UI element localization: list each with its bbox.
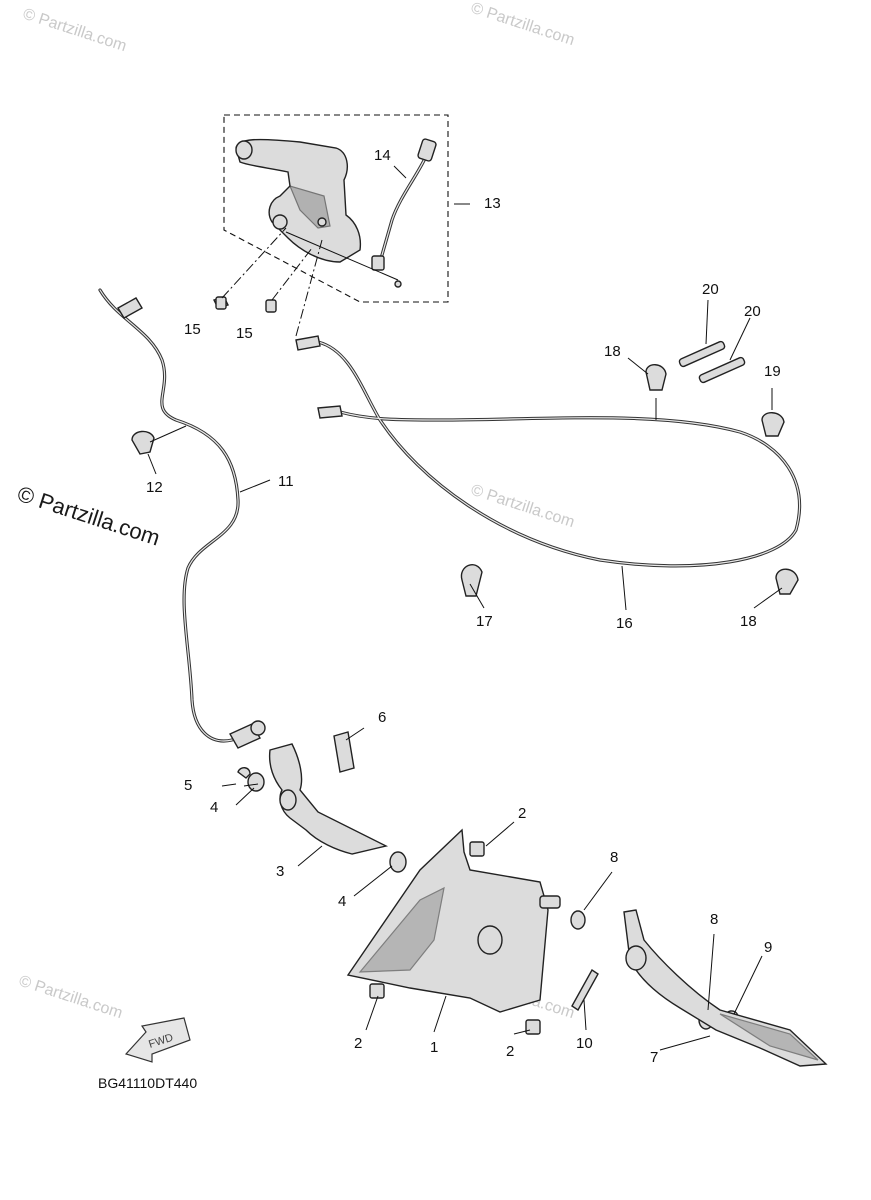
diagram-code: BG41110DT440 — [98, 1075, 197, 1091]
callout-12: 12 — [146, 479, 163, 496]
callout-13: 13 — [484, 195, 501, 212]
pedal-7 — [623, 909, 828, 1067]
callout-18-top: 18 — [604, 343, 621, 360]
callout-15-left: 15 — [184, 321, 201, 338]
callout-11: 11 — [278, 473, 294, 490]
callout-17: 17 — [476, 613, 493, 630]
cable-16 — [295, 335, 802, 568]
callouts: 1 2 2 2 3 4 4 5 6 7 8 8 9 10 11 12 13 14… — [146, 147, 781, 1066]
callout-20-right: 20 — [744, 303, 761, 320]
callout-2-right: 2 — [506, 1043, 514, 1060]
callout-20-left: 20 — [702, 281, 719, 298]
watermark-top-right: © Partzilla.com — [469, 0, 577, 49]
fwd-arrow-icon: FWD — [124, 1017, 191, 1063]
bolts-15 — [213, 296, 277, 313]
pedal-arm-3 — [237, 731, 407, 873]
callout-1: 1 — [430, 1039, 438, 1056]
cable-11 — [98, 288, 266, 749]
sensor-lead — [371, 138, 437, 288]
callout-2-left: 2 — [354, 1035, 362, 1052]
bracket-1 — [346, 828, 561, 1035]
callout-15-right: 15 — [236, 325, 253, 342]
lever-assembly-box — [223, 114, 449, 303]
callout-14: 14 — [374, 147, 391, 164]
watermark-top-left: © Partzilla.com — [21, 6, 129, 55]
watermark-bottom-left: © Partzilla.com — [17, 973, 125, 1022]
brake-lever-assembly — [235, 138, 362, 263]
tubes-20 — [678, 340, 746, 384]
callout-9: 9 — [764, 939, 772, 956]
spring-10 — [571, 968, 599, 1012]
assembly-leaders — [221, 227, 399, 337]
callout-5: 5 — [184, 777, 192, 794]
callout-8-right: 8 — [710, 911, 718, 928]
callout-3: 3 — [276, 863, 284, 880]
callout-8-left: 8 — [610, 849, 618, 866]
callout-19: 19 — [764, 363, 781, 380]
callout-10: 10 — [576, 1035, 593, 1052]
callout-6: 6 — [378, 709, 386, 726]
callout-18-bottom: 18 — [740, 613, 757, 630]
callout-4-bottom: 4 — [338, 893, 346, 910]
clamps-17-18-19 — [460, 364, 799, 597]
callout-4-top: 4 — [210, 799, 218, 816]
watermark-large: © Partzilla.com — [14, 481, 163, 551]
callout-16: 16 — [616, 615, 633, 632]
callout-7: 7 — [650, 1049, 658, 1066]
leader-lines — [147, 165, 783, 1051]
callout-2-top: 2 — [518, 805, 526, 822]
watermark-middle: © Partzilla.com — [469, 482, 577, 531]
clamp-12 — [131, 430, 155, 455]
